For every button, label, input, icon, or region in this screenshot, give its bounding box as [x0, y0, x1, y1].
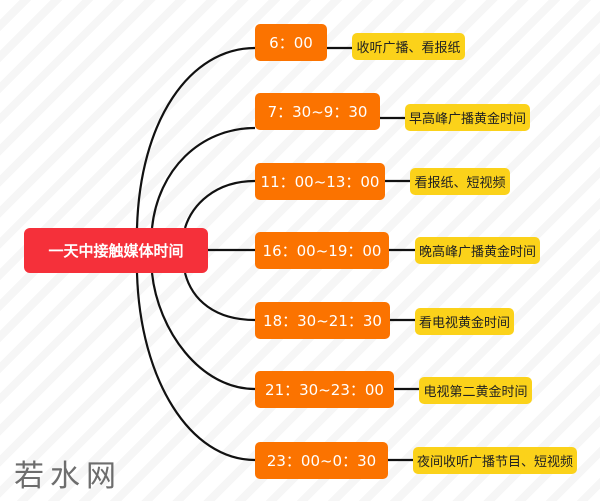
time-node: 7：30~9：30: [255, 93, 380, 130]
desc-node: 早高峰广播黄金时间: [405, 104, 531, 131]
time-node: 23：00~0：30: [255, 442, 388, 479]
desc-node: 夜间收听广播节目、短视频: [413, 447, 578, 474]
desc-node: 晚高峰广播黄金时间: [415, 237, 541, 264]
watermark: 若水网: [14, 459, 122, 494]
link-3: [183, 179, 256, 229]
desc-node: 电视第二黄金时间: [419, 377, 532, 404]
time-node: 16：00~19：00: [255, 232, 389, 269]
link-6: [150, 272, 256, 391]
time-node: 18：30~21：30: [255, 302, 390, 339]
desc-node: 看报纸、短视频: [410, 168, 510, 195]
time-node: 21：30~23：00: [255, 371, 394, 408]
root-node: 一天中接触媒体时间: [24, 228, 208, 273]
time-node: 6：00: [255, 24, 327, 61]
desc-node: 收听广播、看报纸: [352, 33, 465, 60]
time-node: 11：00~13：00: [255, 163, 385, 200]
link-2: [150, 126, 256, 229]
link-5: [183, 272, 256, 322]
link-7: [135, 272, 256, 462]
desc-node: 看电视黄金时间: [415, 308, 515, 335]
link-1: [135, 46, 256, 229]
